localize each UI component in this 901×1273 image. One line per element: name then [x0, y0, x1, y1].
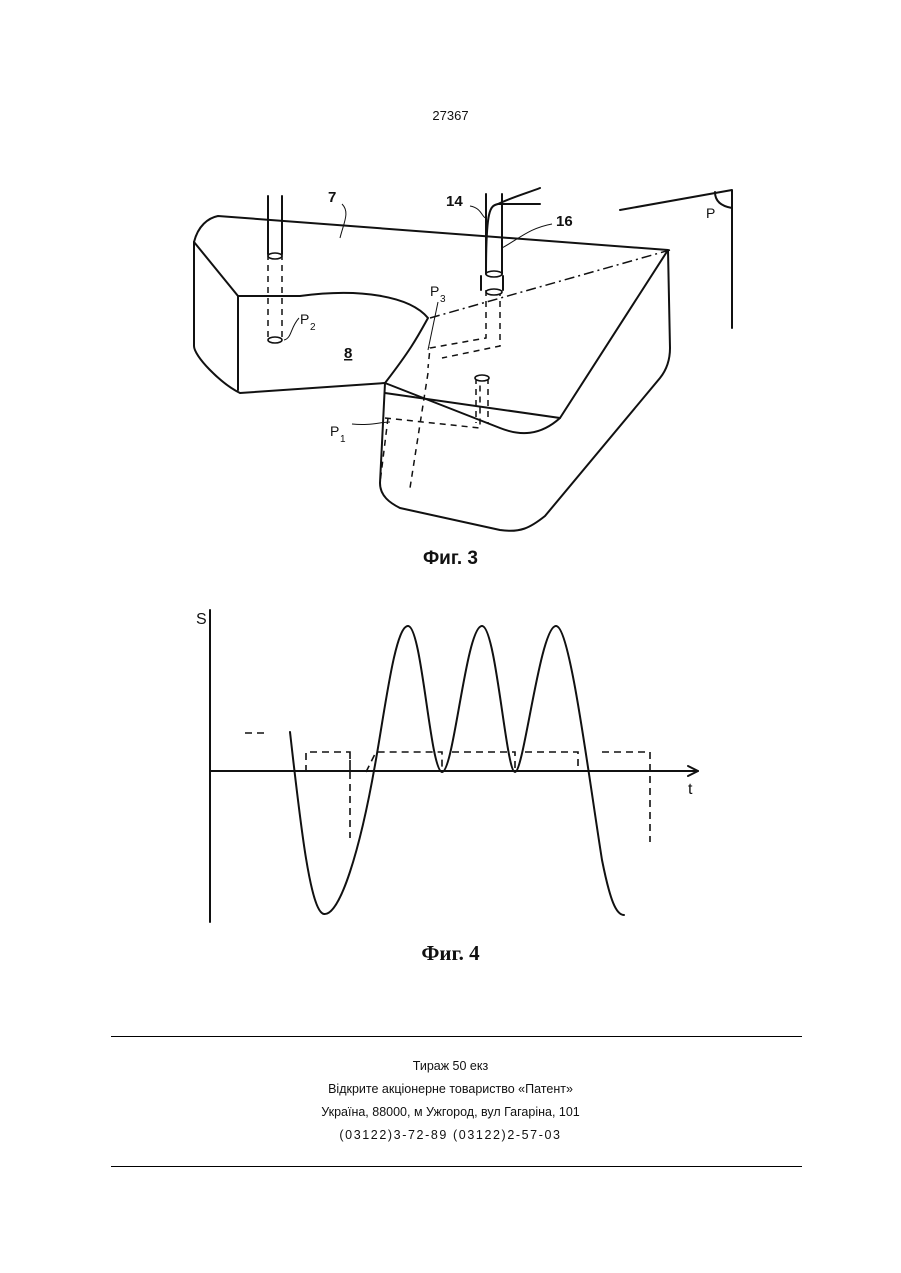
- label-p: P: [706, 205, 715, 221]
- svg-text:P: P: [300, 311, 309, 327]
- publisher-text: Відкрите акціонерне товариство «Патент»: [0, 1078, 901, 1101]
- y-axis-label: S: [196, 611, 207, 628]
- label-14: 14: [446, 193, 463, 210]
- svg-text:P: P: [430, 283, 439, 299]
- svg-text:3: 3: [440, 294, 446, 305]
- figure-3-caption: Фиг. 3: [0, 548, 901, 570]
- label-16: 16: [556, 213, 573, 230]
- x-axis-label: t: [688, 781, 693, 798]
- phones-text: (03122)3-72-89 (03122)2-57-03: [0, 1124, 901, 1147]
- svg-text:P: P: [330, 423, 339, 439]
- square-wave: [245, 733, 650, 842]
- footer-rule-top: [111, 1036, 802, 1037]
- address-text: Україна, 88000, м Ужгород, вул Гагаріна,…: [0, 1101, 901, 1124]
- page-number: 27367: [0, 108, 901, 123]
- label-8: 8: [344, 345, 352, 362]
- svg-text:2: 2: [310, 322, 316, 333]
- figure-3-drawing: 7 14 16 8 P P2 P3 P1: [180, 178, 740, 548]
- footer-rule-bottom: [111, 1166, 802, 1167]
- footer-imprint: Тираж 50 екз Відкрите акціонерне товарис…: [0, 1055, 901, 1147]
- point-labels: P2 P3 P1: [300, 283, 446, 445]
- figure-4-caption: Фиг. 4: [0, 941, 901, 966]
- circulation-text: Тираж 50 екз: [0, 1055, 901, 1078]
- svg-text:1: 1: [340, 434, 346, 445]
- label-7: 7: [328, 189, 336, 206]
- figure-4-graph: S t: [190, 600, 710, 930]
